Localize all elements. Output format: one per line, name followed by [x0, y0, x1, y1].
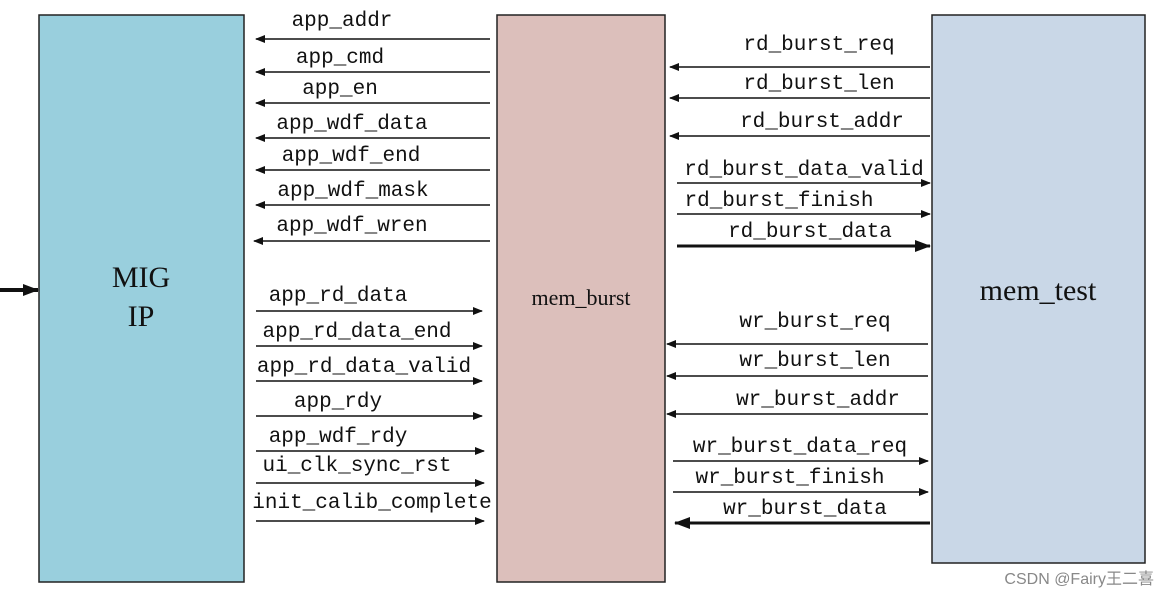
mig-ip-box	[38, 14, 245, 583]
signal-label: rd_burst_finish	[684, 190, 873, 213]
signal-label: wr_burst_req	[739, 311, 890, 334]
mig-ip-label-line2: IP	[128, 300, 155, 333]
signal-label: init_calib_complete	[252, 492, 491, 515]
watermark: CSDN @Fairy王二喜	[1004, 571, 1154, 588]
signal-label: app_rd_data	[269, 285, 408, 308]
signal-label: ui_clk_sync_rst	[262, 455, 451, 478]
signal-label: app_wdf_mask	[277, 180, 428, 203]
rd-response-signals-group: rd_burst_data_valid rd_burst_finish rd_b…	[677, 159, 931, 252]
signal-label: app_wdf_wren	[276, 215, 427, 238]
signals-to-mig-group: app_addr app_cmd app_en app_wdf_data app…	[253, 10, 490, 245]
mem-test-block: mem_test	[931, 14, 1146, 564]
wr-response-signals-group: wr_burst_data_req wr_burst_finish wr_bur…	[673, 436, 930, 529]
signal-label: app_rd_data_end	[262, 321, 451, 344]
mig-ip-label-line1: MIG	[112, 261, 170, 294]
signal-label: app_en	[302, 78, 378, 101]
wr-request-signals-group: wr_burst_req wr_burst_len wr_burst_addr	[666, 311, 928, 418]
mem-burst-box	[496, 14, 666, 583]
mem-test-box	[931, 14, 1146, 564]
mem-test-label: mem_test	[980, 274, 1097, 307]
signal-label: app_addr	[292, 10, 393, 33]
signal-label: rd_burst_data_valid	[684, 159, 923, 182]
signal-label: rd_burst_req	[743, 34, 894, 57]
signal-label: app_wdf_rdy	[269, 426, 408, 449]
rd-request-signals-group: rd_burst_req rd_burst_len rd_burst_addr	[669, 34, 930, 140]
signal-label: wr_burst_len	[739, 350, 890, 373]
mem-burst-label: mem_burst	[532, 285, 631, 310]
signal-label: wr_burst_addr	[736, 389, 900, 412]
signals-from-mig-group: app_rd_data app_rd_data_end app_rd_data_…	[252, 285, 492, 525]
signal-label: app_wdf_data	[276, 113, 427, 136]
signal-label: rd_burst_len	[743, 73, 894, 96]
mig-ip-block: MIG IP	[38, 14, 245, 583]
mem-burst-block: mem_burst	[496, 14, 666, 583]
signal-label: wr_burst_data	[723, 498, 887, 521]
signal-label: app_cmd	[296, 47, 384, 70]
signal-label: wr_burst_finish	[695, 467, 884, 490]
signal-label: app_rdy	[294, 391, 382, 414]
signal-label: rd_burst_data	[728, 221, 892, 244]
signal-label: app_wdf_end	[282, 145, 421, 168]
signal-label: wr_burst_data_req	[693, 436, 907, 459]
signal-label: rd_burst_addr	[740, 111, 904, 134]
signal-label: app_rd_data_valid	[257, 356, 471, 379]
